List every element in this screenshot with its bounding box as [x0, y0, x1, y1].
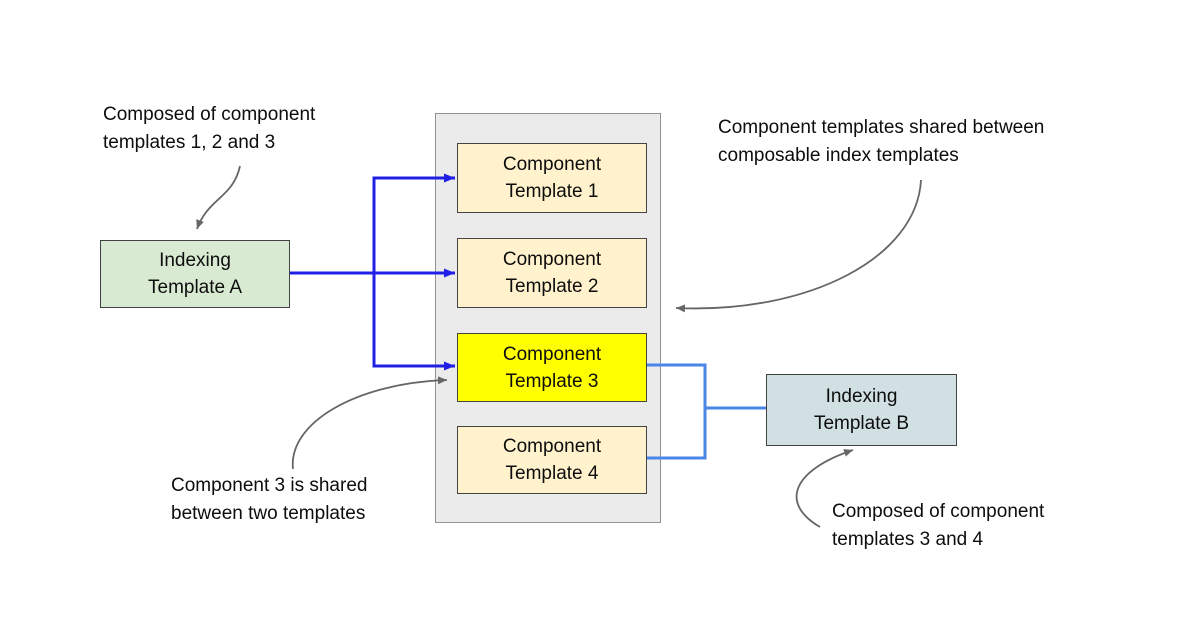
node-label: Component Template 2: [502, 249, 602, 297]
annotation-arrow-to-component-3: [292, 376, 448, 470]
node-label: Component Template 1: [502, 154, 602, 202]
annotation-arrow-to-container: [675, 179, 922, 313]
node-label: Component Template 4: [502, 436, 602, 484]
node-indexing-template-a: Indexing Template A: [100, 240, 290, 308]
node-label: Component Template 3: [502, 343, 602, 392]
annotation-composed-of-3-4: Composed of component templates 3 and 4: [832, 501, 1045, 550]
node-indexing-template-b: Indexing Template B: [766, 374, 957, 446]
annotation-shared-between-composable: Component templates shared between compo…: [718, 117, 1045, 166]
node-label: Indexing Template A: [148, 250, 242, 298]
annotation-component-3-shared: Component 3 is shared between two templa…: [171, 475, 368, 524]
node-component-template-1: Component Template 1: [457, 143, 647, 213]
node-label: Indexing Template B: [813, 386, 910, 434]
node-component-template-3: Component Template 3: [457, 333, 647, 402]
annotation-arrow-to-indexing-a: [196, 165, 241, 230]
node-component-template-2: Component Template 2: [457, 238, 647, 308]
node-component-template-4: Component Template 4: [457, 426, 647, 494]
annotation-composed-of-1-2-3: Composed of component templates 1, 2 and…: [103, 104, 316, 153]
